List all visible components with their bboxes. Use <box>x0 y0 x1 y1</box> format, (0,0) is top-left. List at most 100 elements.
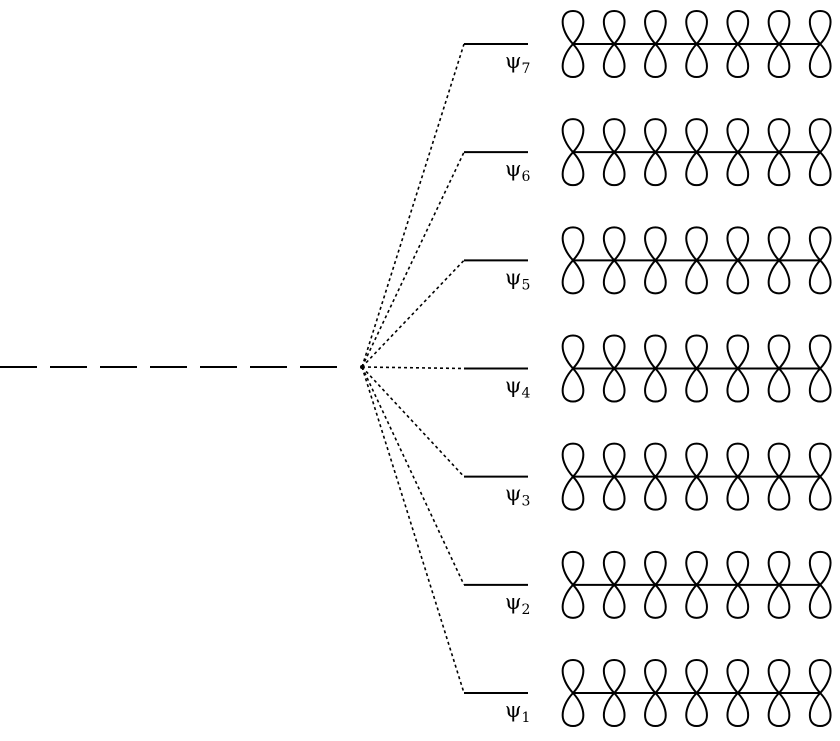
p-orbital-lower-lobe <box>808 475 832 511</box>
p-orbital-upper-lobe <box>726 118 750 154</box>
p-orbital-lower-lobe <box>726 150 750 187</box>
p-orbital-upper-lobe <box>644 550 667 587</box>
p-orbital-upper-lobe <box>644 118 667 154</box>
p-orbital-upper-lobe <box>767 658 791 695</box>
p-orbital-upper-lobe <box>602 334 626 370</box>
p-orbital-lower-lobe <box>767 367 791 403</box>
psi-symbol: ψ <box>505 157 521 181</box>
p-orbital-upper-lobe <box>726 226 750 262</box>
p-orbital-upper-lobe <box>602 9 626 46</box>
p-orbital-lower-lobe <box>767 150 791 187</box>
p-orbital-upper-lobe <box>561 118 585 154</box>
p-orbital-upper-lobe <box>726 334 750 370</box>
p-orbital-upper-lobe <box>602 118 626 154</box>
psi-symbol: ψ <box>505 265 521 289</box>
psi-label: ψ3 <box>505 482 530 510</box>
p-orbital-upper-lobe <box>808 658 832 695</box>
p-orbital-upper-lobe <box>808 334 832 370</box>
level-connector <box>361 366 465 370</box>
p-orbital-lower-lobe <box>767 583 791 619</box>
p-orbital-lower-lobe <box>644 583 667 619</box>
orbital-row <box>561 226 832 295</box>
level-connector <box>361 259 465 368</box>
psi-symbol: ψ <box>505 698 521 722</box>
psi-symbol: ψ <box>505 590 521 614</box>
p-orbital-upper-lobe <box>561 9 585 46</box>
p-orbital-upper-lobe <box>685 226 708 262</box>
p-orbital-lower-lobe <box>644 367 667 403</box>
p-orbital-upper-lobe <box>685 118 708 154</box>
p-orbital-lower-lobe <box>561 258 585 295</box>
p-orbital-lower-lobe <box>602 475 626 511</box>
p-orbital-lower-lobe <box>561 42 585 79</box>
p-orbital-lower-lobe <box>685 150 708 187</box>
level-connector <box>361 151 465 368</box>
p-orbital-upper-lobe <box>767 442 791 479</box>
p-orbital-upper-lobe <box>561 334 585 370</box>
psi-subscript: 3 <box>521 494 530 510</box>
p-orbital-upper-lobe <box>602 658 626 695</box>
p-orbital-lower-lobe <box>726 367 750 403</box>
p-orbital-lower-lobe <box>808 42 832 79</box>
p-orbital-upper-lobe <box>808 442 832 479</box>
psi-subscript: 4 <box>521 386 530 402</box>
orbital-row <box>561 9 832 79</box>
orbital-row <box>561 118 832 187</box>
p-orbital-lower-lobe <box>685 258 708 295</box>
p-orbital-lower-lobe <box>767 475 791 511</box>
p-orbital-lower-lobe <box>602 42 626 79</box>
psi-subscript: 5 <box>521 277 530 293</box>
p-orbital-lower-lobe <box>602 691 626 728</box>
p-orbital-upper-lobe <box>767 9 791 46</box>
p-orbital-upper-lobe <box>808 118 832 154</box>
p-orbital-lower-lobe <box>561 583 585 619</box>
p-orbital-lower-lobe <box>685 475 708 511</box>
level-connector <box>361 366 465 586</box>
p-orbital-upper-lobe <box>808 226 832 262</box>
psi-label: ψ1 <box>505 698 530 726</box>
p-orbital-upper-lobe <box>685 550 708 587</box>
p-orbital-lower-lobe <box>767 42 791 79</box>
p-orbital-lower-lobe <box>561 367 585 403</box>
p-orbital-upper-lobe <box>561 658 585 695</box>
p-orbital-upper-lobe <box>644 658 667 695</box>
p-orbital-lower-lobe <box>767 258 791 295</box>
p-orbital-upper-lobe <box>808 9 832 46</box>
p-orbital-lower-lobe <box>808 583 832 619</box>
psi-symbol: ψ <box>505 374 521 398</box>
p-orbital-lower-lobe <box>767 691 791 728</box>
p-orbital-lower-lobe <box>726 42 750 79</box>
psi-symbol: ψ <box>505 49 521 73</box>
psi-label: ψ6 <box>505 157 530 185</box>
p-orbital-upper-lobe <box>767 226 791 262</box>
p-orbital-lower-lobe <box>685 367 708 403</box>
p-orbital-lower-lobe <box>808 367 832 403</box>
p-orbital-upper-lobe <box>685 442 708 479</box>
psi-label: ψ4 <box>505 374 530 402</box>
psi-symbol: ψ <box>505 482 521 506</box>
orbital-row <box>561 550 832 619</box>
p-orbital-lower-lobe <box>644 150 667 187</box>
p-orbital-upper-lobe <box>726 658 750 695</box>
psi-subscript: 6 <box>521 169 530 185</box>
p-orbital-lower-lobe <box>726 258 750 295</box>
psi-subscript: 1 <box>521 710 530 726</box>
p-orbital-upper-lobe <box>644 334 667 370</box>
p-orbital-upper-lobe <box>561 226 585 262</box>
p-orbital-upper-lobe <box>561 550 585 587</box>
p-orbital-upper-lobe <box>602 226 626 262</box>
p-orbital-upper-lobe <box>602 442 626 479</box>
p-orbital-upper-lobe <box>726 550 750 587</box>
psi-label: ψ5 <box>505 265 530 293</box>
psi-subscript: 2 <box>521 602 530 618</box>
orbital-row <box>561 658 832 728</box>
p-orbital-lower-lobe <box>644 258 667 295</box>
psi-label: ψ2 <box>505 590 530 618</box>
p-orbital-lower-lobe <box>726 475 750 511</box>
p-orbital-lower-lobe <box>602 258 626 295</box>
p-orbital-upper-lobe <box>767 118 791 154</box>
level-connector <box>361 366 465 694</box>
p-orbital-upper-lobe <box>685 334 708 370</box>
